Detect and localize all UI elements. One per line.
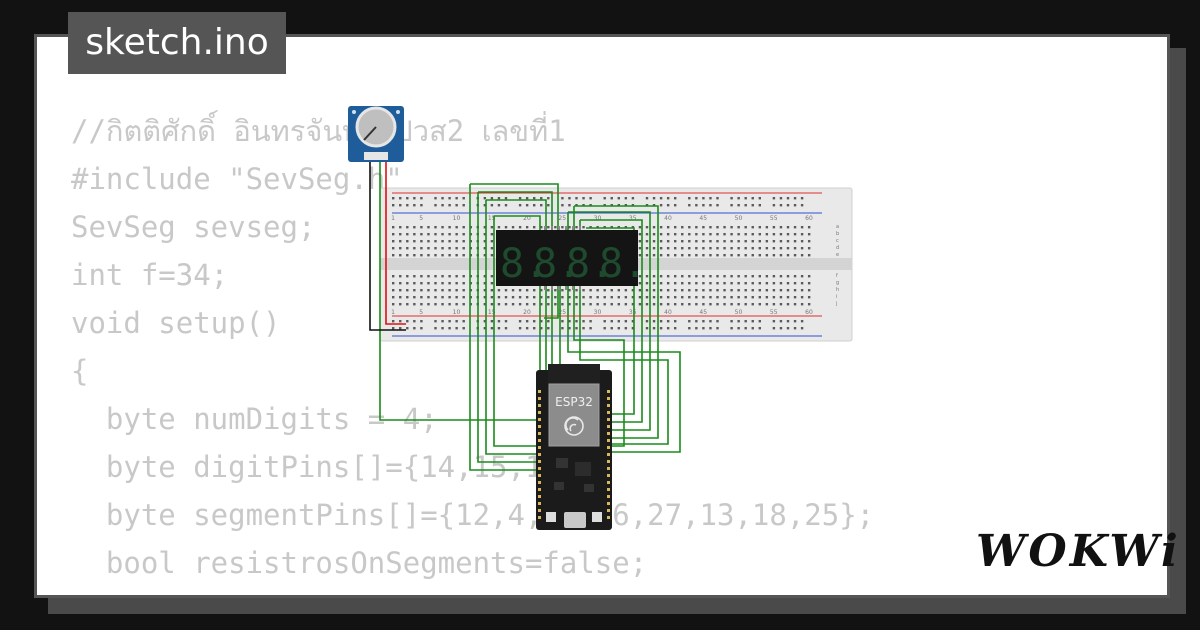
wire	[579, 220, 669, 445]
code-line-6: {	[71, 354, 89, 388]
column-label: 40	[664, 215, 672, 222]
column-label: 30	[594, 215, 602, 222]
column-label: 15	[488, 215, 496, 222]
wire	[586, 227, 635, 415]
esp32-board: ESP32	[536, 364, 612, 530]
code-line-11: byte hardwareConfig=COMMON_ANODE;	[71, 587, 874, 595]
row-label: d	[836, 245, 839, 251]
wire	[580, 219, 643, 423]
code-line-9: byte segmentPins[]={12,4,19,26,27,13,18,…	[71, 498, 875, 532]
code-line-8: byte digitPins[]={14,15,16};	[71, 450, 595, 484]
column-label: 40	[664, 309, 672, 316]
reset-button[interactable]	[592, 512, 602, 522]
column-label: 10	[453, 215, 461, 222]
seven-segment-display: 8. 8. 8. 8.	[496, 226, 647, 290]
wire	[567, 212, 681, 453]
column-label: 55	[770, 309, 778, 316]
row-label: b	[836, 231, 839, 237]
column-label: 50	[735, 309, 743, 316]
wokwi-logo: WOKWi	[976, 526, 1181, 577]
column-label: 50	[735, 215, 743, 222]
wire	[485, 200, 537, 455]
row-label: a	[836, 224, 839, 230]
code-line-7: byte numDigits = 4;	[71, 402, 438, 436]
column-label: 20	[523, 309, 531, 316]
wire	[573, 206, 625, 447]
column-label: 5	[419, 309, 423, 316]
row-label: e	[836, 252, 839, 258]
code-line-10: bool resistrosOnSegments=false;	[71, 546, 648, 580]
row-label: c	[836, 238, 839, 244]
esp32-pins	[538, 390, 610, 519]
ground-wire	[369, 160, 406, 331]
digit-4: 8.	[599, 241, 647, 287]
wire	[469, 184, 537, 471]
power-wire	[385, 160, 406, 325]
column-label: 30	[594, 309, 602, 316]
esp32-label: ESP32	[555, 395, 593, 409]
usb-port	[564, 512, 586, 528]
wire	[493, 216, 537, 447]
column-label: 35	[629, 309, 637, 316]
row-label: h	[836, 287, 839, 293]
digit-1: 8.	[500, 241, 548, 287]
row-label: g	[836, 280, 839, 286]
column-label: 60	[805, 309, 813, 316]
column-label: 35	[629, 215, 637, 222]
code-line-3: SevSeg sevseg;	[71, 210, 316, 244]
potentiometer-signal-wire	[379, 160, 537, 421]
file-title: sketch.ino	[68, 12, 286, 74]
code-line-5: void setup()	[71, 306, 281, 340]
display-pins	[544, 226, 581, 290]
column-label: 10	[453, 309, 461, 316]
code-line-4: int f=34;	[71, 258, 229, 292]
wire	[477, 192, 537, 463]
row-label: j	[835, 301, 837, 307]
column-label: 55	[770, 215, 778, 222]
potentiometer[interactable]	[348, 106, 404, 162]
column-label: 1	[391, 309, 395, 316]
column-label: 25	[558, 215, 566, 222]
column-label: 20	[523, 215, 531, 222]
row-label: f	[836, 273, 838, 279]
espressif-logo-icon	[564, 416, 584, 436]
code-line-2: #include "SevSeg.h"	[71, 162, 403, 196]
column-label: 1	[391, 215, 395, 222]
column-label: 45	[699, 309, 707, 316]
digit-3: 8.	[566, 241, 614, 287]
column-label: 25	[558, 309, 566, 316]
column-label: 60	[805, 215, 813, 222]
column-label: 5	[419, 215, 423, 222]
column-label: 45	[699, 215, 707, 222]
digit-2: 8.	[533, 241, 581, 287]
column-label: 15	[488, 309, 496, 316]
wire	[568, 211, 651, 431]
row-label: i	[836, 294, 837, 300]
boot-button[interactable]	[546, 512, 556, 522]
wire	[574, 205, 659, 439]
